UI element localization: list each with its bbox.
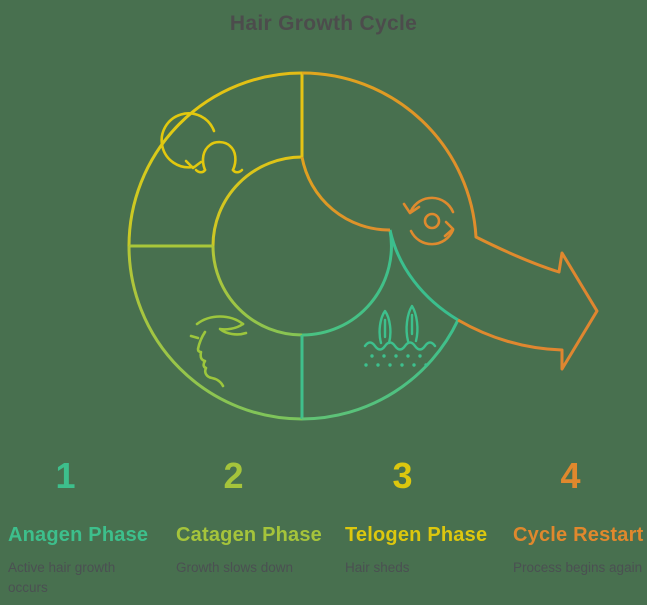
phase-column-anagen: 1 Anagen Phase Active hair growth occurs xyxy=(8,455,149,597)
face-profile-hair-icon xyxy=(189,315,248,388)
sync-arrows-icon xyxy=(402,196,455,246)
phase-name: Cycle Restart xyxy=(513,524,644,546)
ring-quadrant-catagen-bottom-left xyxy=(127,245,304,421)
phase-number: 4 xyxy=(560,455,581,496)
phase-number: 1 xyxy=(55,455,76,496)
phase-description: Hair sheds xyxy=(345,560,410,575)
ring-quadrant-restart-top-right-arrow xyxy=(300,71,599,371)
phase-name: Catagen Phase xyxy=(176,524,322,546)
skin-dots xyxy=(364,354,428,367)
phase-column-catagen: 2 Catagen Phase Growth slows down xyxy=(176,455,322,578)
phase-description: Active hair growth occurs xyxy=(8,560,116,595)
ring-quadrant-anagen-bottom-right xyxy=(301,229,460,421)
rotate-hair-icon xyxy=(160,112,244,174)
hair-follicle-skin-icon xyxy=(363,304,437,367)
phase-description: Growth slows down xyxy=(176,560,294,575)
phase-column-telogen: 3 Telogen Phase Hair sheds xyxy=(345,455,488,578)
phase-name: Telogen Phase xyxy=(345,524,488,546)
ring-quadrant-telogen-top-left xyxy=(127,71,304,248)
phase-description: Process begins again xyxy=(513,560,643,575)
phase-number: 3 xyxy=(392,455,413,496)
page-title: Hair Growth Cycle xyxy=(229,12,418,35)
inner-spiral-edge xyxy=(388,229,459,322)
phase-legend: 1 Anagen Phase Active hair growth occurs… xyxy=(0,458,647,598)
phase-name: Anagen Phase xyxy=(8,524,149,546)
phase-number: 2 xyxy=(223,455,244,496)
phase-column-restart: 4 Cycle Restart Process begins again xyxy=(513,458,645,578)
cycle-exit-arrow xyxy=(301,71,599,371)
